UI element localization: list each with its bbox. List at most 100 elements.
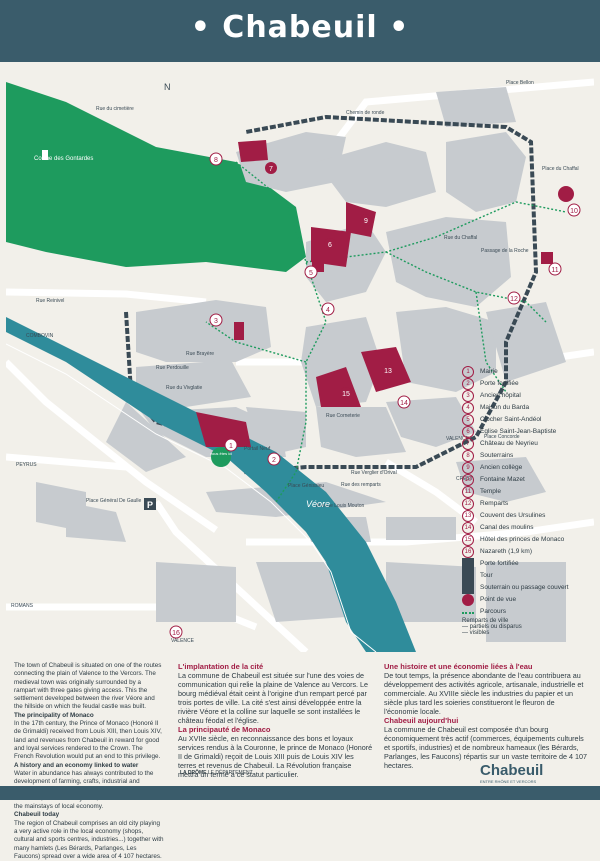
legend-label: Nazareth (1,9 km) xyxy=(480,548,533,555)
legend-number-icon: 7 xyxy=(462,438,474,450)
street-label: Rue Brayère xyxy=(186,351,214,357)
legend-label: Hôtel des princes de Monaco xyxy=(480,536,565,543)
poi-markers: 1 2 3 4 5 6 7 8 9 10 11 12 13 14 15 16 xyxy=(169,152,581,639)
legend-number-icon: 6 xyxy=(462,426,474,438)
svg-text:8: 8 xyxy=(214,157,218,164)
footer-bar xyxy=(0,786,600,800)
legend-number-icon: 12 xyxy=(462,498,474,510)
parking-icon: P xyxy=(147,500,153,510)
legend-number-icon: 14 xyxy=(462,522,474,534)
legend-number-icon: 10 xyxy=(462,474,474,486)
legend-label: Porte fortifiée xyxy=(480,560,519,567)
street-label: Rue Corneterie xyxy=(326,413,360,419)
svg-text:6: 6 xyxy=(328,242,332,249)
you-are-here-label: vous êtes ici xyxy=(210,451,232,456)
footer-right: Une histoire et une économie liées à l'e… xyxy=(384,662,590,770)
legend-item: 1 Mairie xyxy=(458,366,598,380)
svg-text:9: 9 xyxy=(364,218,368,225)
drome-logo: LA DRÔME LE DÉPARTEMENT xyxy=(180,770,253,776)
chabeuil-logo-text: Chabeuil xyxy=(480,762,544,779)
legend-label: Tour xyxy=(480,572,493,579)
svg-text:10: 10 xyxy=(570,208,578,215)
legend-item: Tour xyxy=(458,570,598,584)
header-bar: • Chabeuil • xyxy=(0,0,600,62)
legend-ramparts: Remparts de ville — partiels ou disparus… xyxy=(462,618,522,636)
legend-label: Porte fortifiée xyxy=(480,380,519,387)
legend-label: Mairie xyxy=(480,368,498,375)
legend-item: 9 Ancien collège xyxy=(458,462,598,476)
street-label: Place Concorde xyxy=(484,434,520,440)
legend-number-icon: 16 xyxy=(462,546,474,558)
road-label: ROMANS xyxy=(11,603,34,609)
street-label: Rue Perdouille xyxy=(156,365,189,371)
street-label: Rue du Chaffal xyxy=(444,235,477,241)
legend-label: Ancien collège xyxy=(480,464,523,471)
svg-text:2: 2 xyxy=(272,457,276,464)
footer-english: The town of Chabeuil is situated on one … xyxy=(14,662,164,861)
drome-logo-sub: LE DÉPARTEMENT xyxy=(207,770,253,776)
legend-symbol-icon xyxy=(462,612,474,614)
compass-north: N xyxy=(164,82,171,92)
legend-number-icon: 13 xyxy=(462,510,474,522)
street-label: Avenue Louis Mouton xyxy=(316,503,364,509)
en-intro: The town of Chabeuil is situated on one … xyxy=(14,662,162,711)
legend-label: Couvent des Ursulines xyxy=(480,512,546,519)
street-label: Rue du Vivglatie xyxy=(166,385,203,391)
legend-ramparts-visible: — visibles xyxy=(462,630,490,636)
legend-number-icon: 8 xyxy=(462,450,474,462)
legend-number-icon: 1 xyxy=(462,366,474,378)
town-map: vous êtes ici P N Rue du cimetière Colli… xyxy=(6,62,594,652)
legend-label: Remparts xyxy=(480,500,509,507)
svg-text:1: 1 xyxy=(229,443,233,450)
legend-item: Parcours xyxy=(458,606,598,620)
street-label: Rue des remparts xyxy=(341,482,381,488)
section-heading: Chabeuil aujourd'hui xyxy=(384,716,459,725)
legend-label: Souterrain ou passage couvert xyxy=(480,584,569,591)
svg-text:14: 14 xyxy=(400,400,408,407)
legend-ramparts-partial: — partiels ou disparus xyxy=(462,624,522,630)
road-label: VALENCE xyxy=(171,638,195,644)
legend-item: 6 Église Saint-Jean-Baptiste xyxy=(458,426,598,440)
you-are-here-marker xyxy=(211,447,231,467)
legend-item: 13 Couvent des Ursulines xyxy=(458,510,598,524)
legend-number-icon: 11 xyxy=(462,486,474,498)
legend-number-icon: 9 xyxy=(462,462,474,474)
street-label: Portail Neuf xyxy=(244,446,271,452)
legend-symbol-icon xyxy=(462,570,474,582)
road-label: VALENCE xyxy=(446,436,470,442)
street-label: Rue Reinivel xyxy=(36,298,64,304)
chabeuil-logo-sub: ENTRE RHÔNE ET VERCORS xyxy=(480,779,537,784)
legend-symbol-icon xyxy=(462,558,474,570)
legend-item: 12 Remparts xyxy=(458,498,598,512)
drome-logo-text: LA DRÔME xyxy=(180,770,207,776)
legend-label: Canal des moulins xyxy=(480,524,534,531)
footer-middle: L'implantation de la cité La commune de … xyxy=(178,662,373,779)
en-paragraph: The region of Chabeuil comprises an old … xyxy=(14,819,164,860)
en-paragraph: In the 17th century, the Prince of Monac… xyxy=(14,720,162,761)
legend-item: Porte fortifiée xyxy=(458,558,598,572)
river-veore xyxy=(6,317,416,652)
en-heading: Chabeuil today xyxy=(14,811,60,819)
legend-label: Église Saint-Jean-Baptiste xyxy=(480,428,557,435)
svg-text:11: 11 xyxy=(551,267,558,274)
svg-text:4: 4 xyxy=(326,307,330,314)
legend-label: Clocher Saint-Andéol xyxy=(480,416,542,423)
legend-item: Souterrain ou passage couvert xyxy=(458,582,598,596)
legend-label: Ancien hôpital xyxy=(480,392,521,399)
page-title: • Chabeuil • xyxy=(190,10,410,45)
walking-route xyxy=(205,161,567,503)
section-paragraph: La commune de Chabeuil est composée d'un… xyxy=(384,725,587,770)
legend-label: Maison du Barda xyxy=(480,404,530,411)
svg-text:15: 15 xyxy=(342,391,350,398)
section-heading: L'implantation de la cité xyxy=(178,662,264,671)
section-heading: La principauté de Monaco xyxy=(178,725,271,734)
section-heading: Une histoire et une économie liées à l'e… xyxy=(384,662,533,671)
road-label: PEYRUS xyxy=(16,462,37,468)
